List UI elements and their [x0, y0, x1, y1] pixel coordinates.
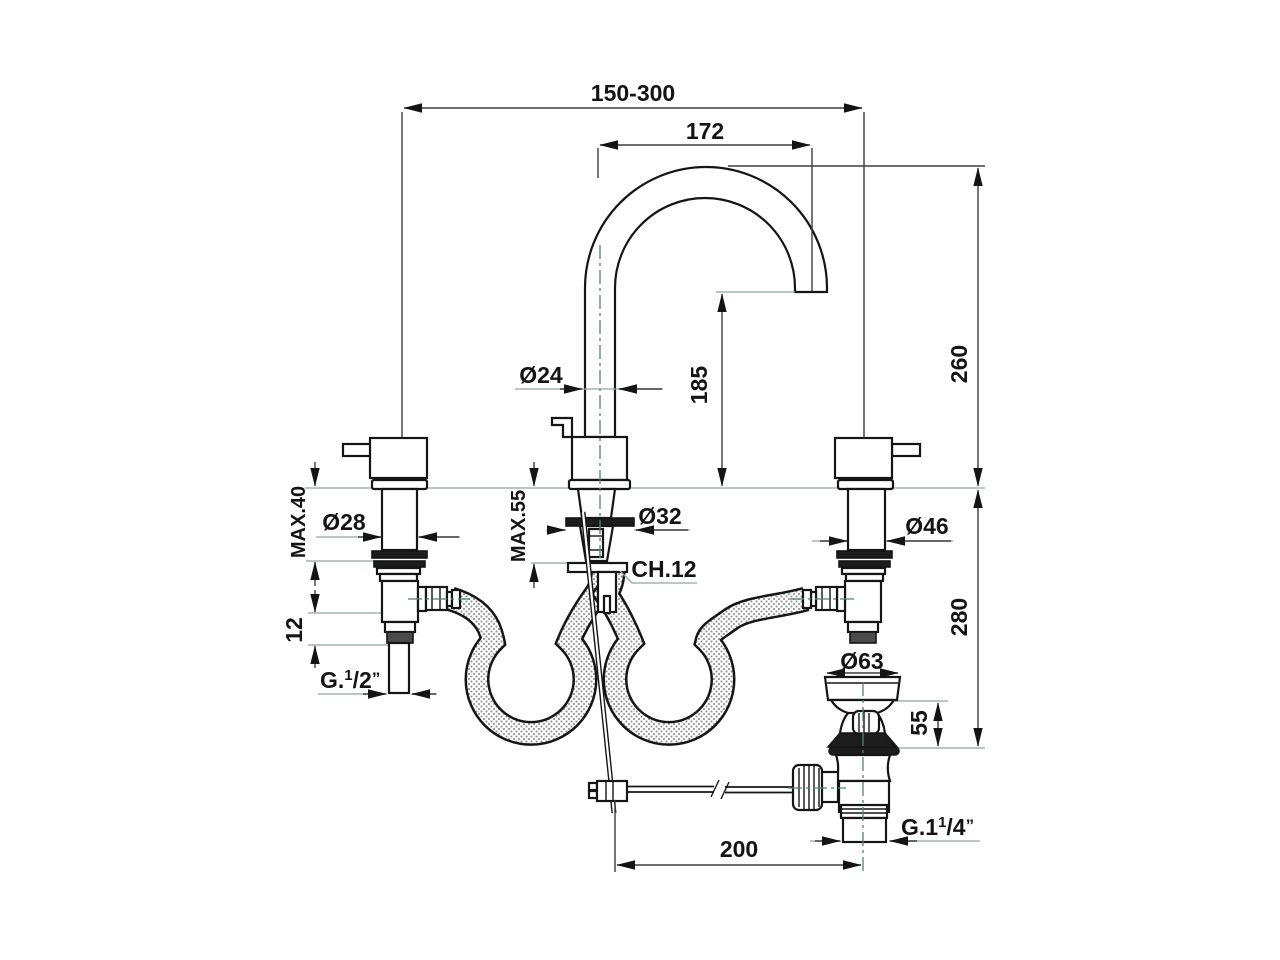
dim-d46-label: Ø46: [905, 513, 948, 539]
dim-max40-label: MAX.40: [288, 486, 310, 558]
left-shank: [380, 487, 419, 552]
centerlines: [408, 245, 864, 872]
rod-clamp: [595, 779, 629, 803]
dim-280-label: 280: [946, 598, 972, 636]
pop-up-linkage: [580, 511, 794, 814]
flex-hoses: [447, 569, 810, 746]
right-handle-body: [833, 436, 894, 480]
right-valve: [801, 436, 922, 644]
dim-max55-label: MAX.55: [508, 490, 530, 562]
right-valve-body: [843, 579, 883, 624]
dim-reach-label: 172: [686, 118, 724, 144]
gooseneck-spout: [550, 165, 829, 491]
right-shank: [846, 487, 887, 552]
left-tail-pipe: [387, 641, 411, 695]
left-lever: [341, 442, 373, 458]
lift-rod-knob: [550, 416, 574, 439]
left-valve-body: [380, 579, 420, 624]
dim-ch12-label: CH.12: [631, 556, 696, 582]
dimension-labels: 150-300 172 260 280 185 Ø24 MAX.40 Ø28 M…: [281, 80, 974, 862]
dim-12-label: 12: [281, 617, 307, 643]
left-handle-body: [368, 436, 429, 480]
dimensions: [310, 103, 985, 872]
dim-gquarter-label: G.11/4”: [901, 814, 974, 840]
dim-ghalf-label: G.1/2”: [320, 667, 380, 693]
dim-200-label: 200: [720, 836, 758, 862]
plug-barrel: [851, 709, 881, 736]
mounting-nut: [566, 561, 629, 574]
dim-185-label: 185: [686, 366, 712, 405]
waste-tail-pipe: [841, 816, 888, 844]
left-escutcheon: [370, 478, 429, 491]
left-valve: [341, 436, 462, 695]
dim-260-label: 260: [946, 345, 972, 383]
dim-d24-label: Ø24: [519, 362, 563, 388]
dim-d28-label: Ø28: [322, 509, 366, 535]
dim-d63-label: Ø63: [840, 648, 883, 674]
pop-up-waste: [791, 675, 902, 844]
right-escutcheon: [836, 478, 895, 491]
dim-d32-label: Ø32: [638, 503, 681, 529]
dim-55-label: 55: [906, 710, 932, 736]
right-lever: [890, 442, 922, 458]
waste-gasket: [828, 746, 900, 756]
dim-span-label: 150-300: [591, 80, 675, 106]
